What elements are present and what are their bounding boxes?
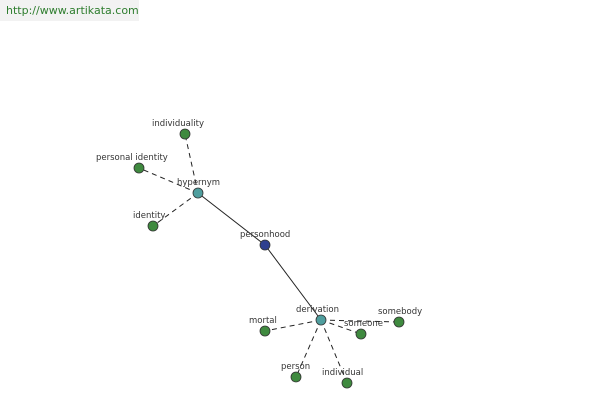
node-label-hypernym: hypernym [177,178,220,188]
node-circle-person[interactable] [290,371,302,383]
nodes-layer: personhood hypernym derivation individualit… [96,119,422,389]
node-personal-identity[interactable]: personal identity [96,153,168,174]
node-circle-hypernym[interactable] [192,187,204,199]
node-label-personhood: personhood [240,230,290,240]
node-derivation[interactable]: derivation [296,305,339,326]
edges-layer [138,133,400,384]
node-circle-somebody[interactable] [393,316,405,328]
node-circle-identity[interactable] [147,220,159,232]
node-label-somebody: somebody [378,307,422,317]
node-circle-mortal[interactable] [259,325,271,337]
node-label-person: person [281,362,310,372]
node-label-identity: identity [133,211,165,221]
edge-derivation-someone [320,319,362,335]
node-circle-someone[interactable] [355,328,367,340]
node-mortal[interactable]: mortal [249,316,277,337]
node-circle-individual[interactable] [341,377,353,389]
node-label-individuality: individuality [152,119,204,129]
node-circle-derivation[interactable] [315,314,327,326]
node-circle-personhood[interactable] [259,239,271,251]
edge-hypernym-identity [152,192,199,227]
node-circle-personal-identity[interactable] [133,162,145,174]
node-person[interactable]: person [281,362,310,383]
node-personhood[interactable]: personhood [240,230,290,251]
node-label-mortal: mortal [249,316,277,326]
edge-hypernym-personhood [197,192,266,246]
edge-hypernym-personal-identity [138,167,199,194]
node-hypernym[interactable]: hypernym [177,178,220,199]
node-label-individual: individual [322,368,363,378]
source-url-link[interactable]: http://www.artikata.com [0,0,139,21]
edge-personhood-derivation [264,244,322,321]
node-label-someone: someone [344,319,383,329]
node-identity[interactable]: identity [133,211,165,232]
node-somebody[interactable]: somebody [378,307,422,328]
node-individuality[interactable]: individuality [152,119,204,140]
edge-hypernym-individuality [184,133,199,194]
edge-derivation-person [295,319,322,378]
edge-derivation-mortal [264,319,322,332]
node-label-personal-identity: personal identity [96,153,168,163]
edge-derivation-somebody [320,319,400,323]
node-label-derivation: derivation [296,305,339,315]
node-someone[interactable]: someone [344,319,383,340]
node-individual[interactable]: individual [322,368,363,389]
node-circle-individuality[interactable] [179,128,191,140]
edge-derivation-individual [320,319,348,384]
